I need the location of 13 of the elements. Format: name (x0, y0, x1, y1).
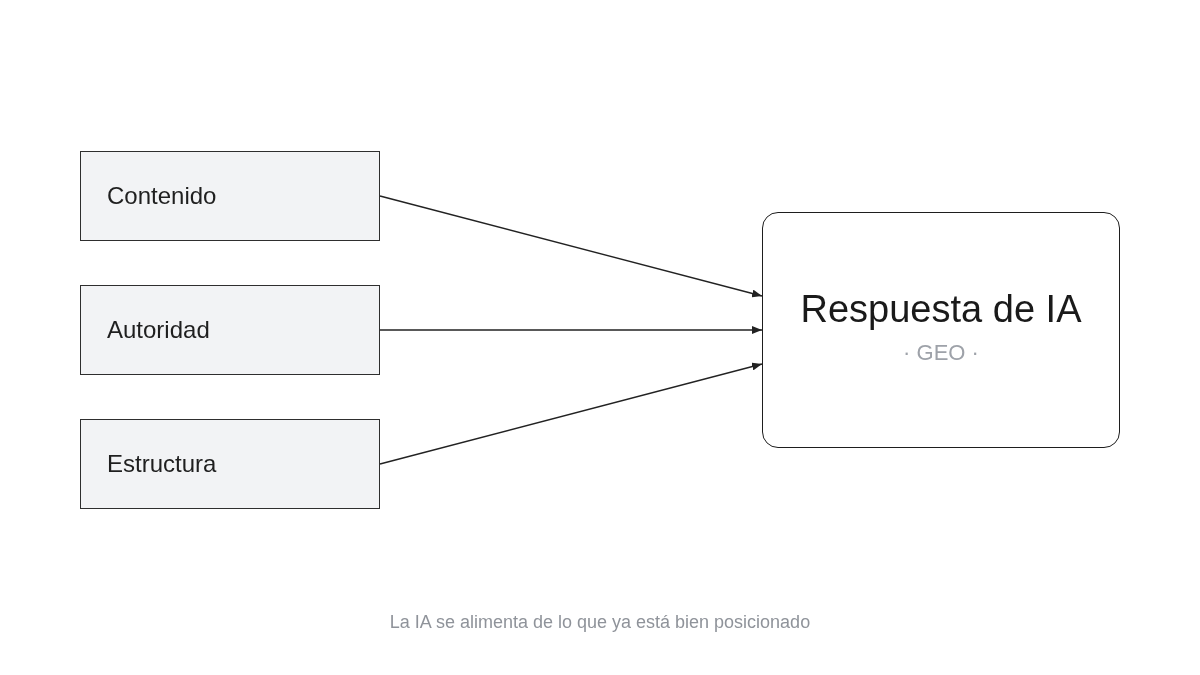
box-label: Estructura (107, 450, 217, 478)
input-box (80, 419, 380, 509)
box-label: Contenido (107, 182, 217, 210)
input-box (80, 285, 380, 375)
arrow (379, 362, 763, 465)
box-title: Respuesta de IA (800, 289, 1082, 331)
result-box (762, 212, 1120, 448)
arrow (379, 195, 763, 298)
arrow (379, 326, 763, 334)
input-box (80, 151, 380, 241)
box-label: Autoridad (107, 316, 210, 344)
caption: La IA se alimenta de lo que ya está bien posicionado (389, 612, 811, 633)
box-subtitle: · GEO · (903, 340, 979, 365)
